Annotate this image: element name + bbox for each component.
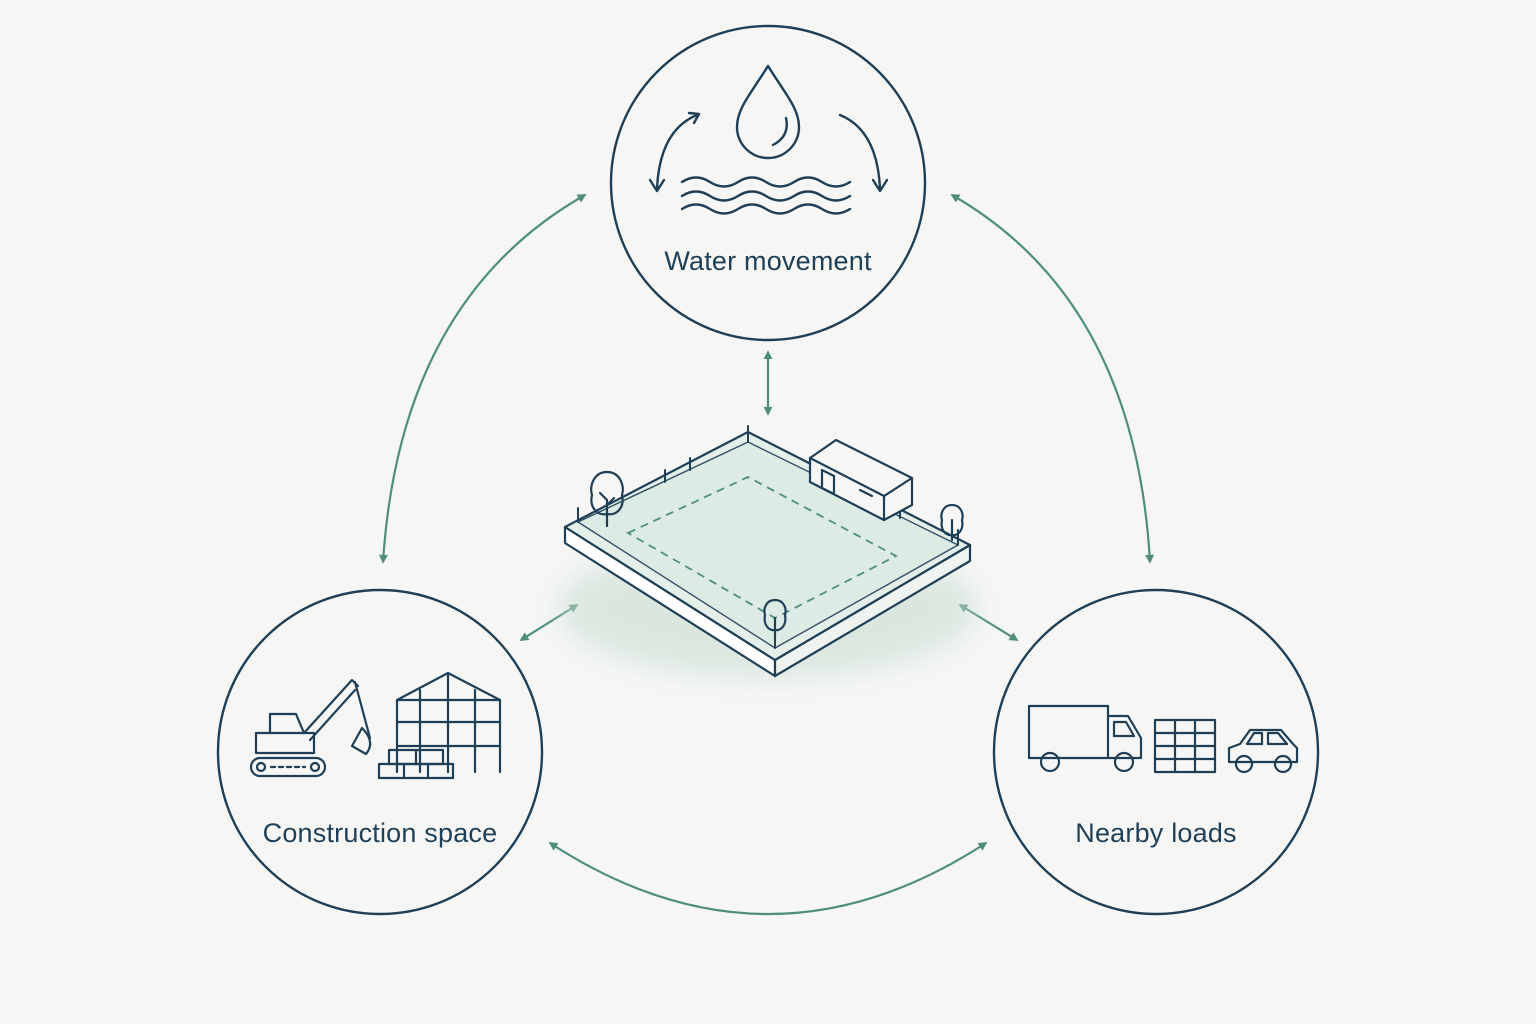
node-construction-circle bbox=[216, 588, 544, 916]
node-construction-space: Construction space bbox=[216, 588, 544, 916]
node-loads-label: Nearby loads bbox=[1075, 818, 1237, 848]
node-water-label: Water movement bbox=[664, 246, 872, 276]
node-nearby-loads: Nearby loads bbox=[992, 588, 1320, 916]
excavator-building-icon bbox=[249, 671, 502, 780]
outer-connections bbox=[378, 194, 1155, 915]
tree-icon bbox=[590, 470, 964, 640]
site-office-icon bbox=[808, 438, 914, 522]
arrow-construction-loads bbox=[548, 842, 988, 915]
arrow-water-construction bbox=[378, 194, 587, 564]
water-drop-waves-icon bbox=[648, 64, 889, 215]
truck-stack-car-icon bbox=[1027, 704, 1299, 774]
fenced-site-plot-icon bbox=[558, 425, 978, 678]
node-construction-label: Construction space bbox=[263, 818, 498, 848]
arrow-water-loads bbox=[950, 194, 1155, 564]
node-water-movement: Water movement bbox=[609, 24, 927, 342]
